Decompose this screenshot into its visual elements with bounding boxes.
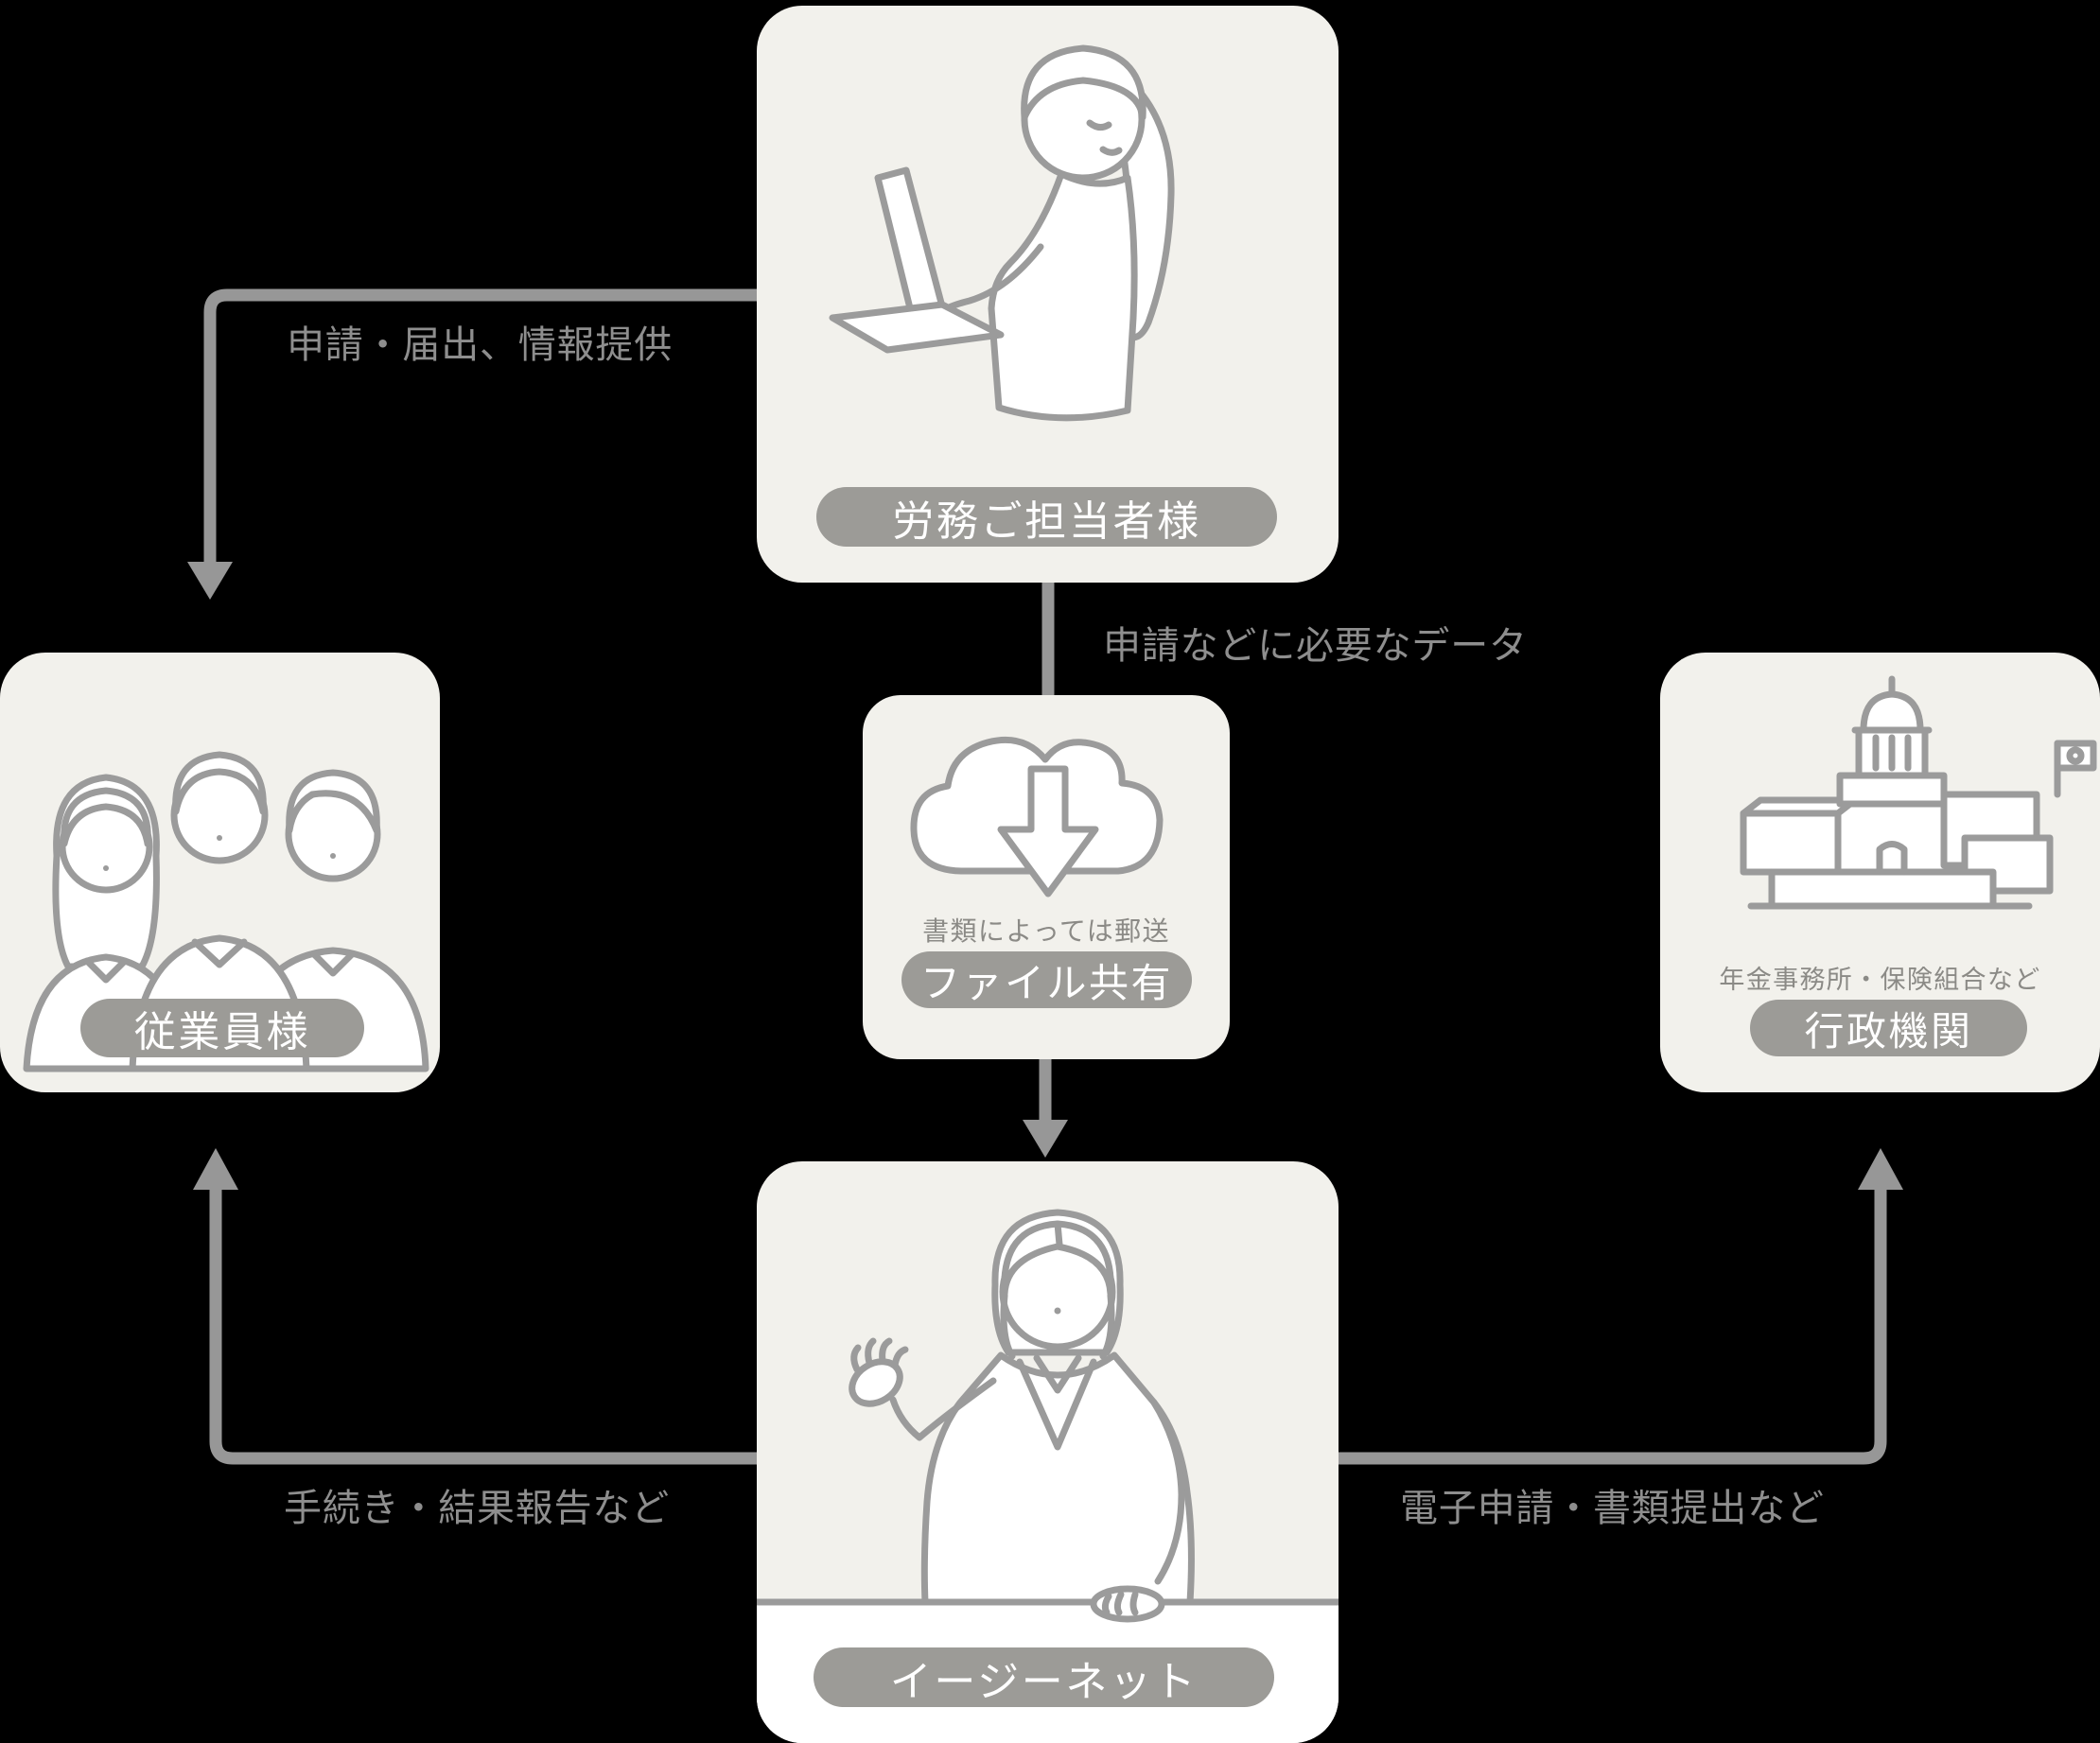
- node-government: 年金事務所・保険組合など 行政機関: [1660, 653, 2100, 1092]
- woman-at-laptop-illustration: [829, 44, 1175, 422]
- node-government-label: 行政機関: [1804, 1008, 1973, 1054]
- node-file-share-label: ファイル共有: [919, 960, 1174, 1005]
- edge-label-easynet-to-government: 電子申請・書類提出など: [1400, 1488, 1825, 1529]
- arrow-easynet-to-government-line: [1339, 1188, 1887, 1465]
- node-file-share-pill: ファイル共有: [901, 951, 1192, 1008]
- arrow-hr-to-employees-head: [187, 562, 233, 600]
- node-easynet-pill: イージーネット: [814, 1647, 1274, 1707]
- arrow-file-share-to-easynet-head: [1023, 1120, 1068, 1158]
- arrow-easynet-to-employees-line: [209, 1188, 757, 1465]
- cloud-download-icon: [910, 736, 1164, 898]
- arrow-easynet-to-government-head: [1858, 1148, 1903, 1190]
- edge-label-hr-to-employees: 申請・届出、情報提供: [287, 324, 673, 366]
- government-building-illustration: [1740, 675, 2097, 910]
- node-government-note: 年金事務所・保険組合など: [1719, 966, 2041, 994]
- node-file-share: 書類によっては郵送 ファイル共有: [863, 695, 1230, 1059]
- node-hr-pill: 労務ご担当者様: [816, 487, 1277, 547]
- arrow-easynet-to-employees-head: [193, 1148, 238, 1190]
- node-employees-label: 従業員様: [133, 1009, 311, 1055]
- node-government-pill: 行政機関: [1750, 1000, 2027, 1056]
- node-hr: 労務ご担当者様: [757, 6, 1339, 583]
- node-employees-pill: 従業員様: [80, 999, 364, 1057]
- node-employees: 従業員様: [0, 653, 440, 1092]
- edge-label-easynet-to-employees: 手続き・結果報告など: [284, 1488, 670, 1529]
- node-easynet-label: イージーネット: [889, 1658, 1199, 1705]
- node-file-share-note: 書類によっては郵送: [922, 916, 1170, 946]
- edge-label-hr-to-file-share: 申請などに必要なデータ: [1103, 625, 1528, 667]
- node-easynet: イージーネット: [757, 1161, 1339, 1743]
- node-hr-label: 労務ご担当者様: [892, 497, 1201, 545]
- arrow-hr-to-employees-line: [203, 288, 757, 564]
